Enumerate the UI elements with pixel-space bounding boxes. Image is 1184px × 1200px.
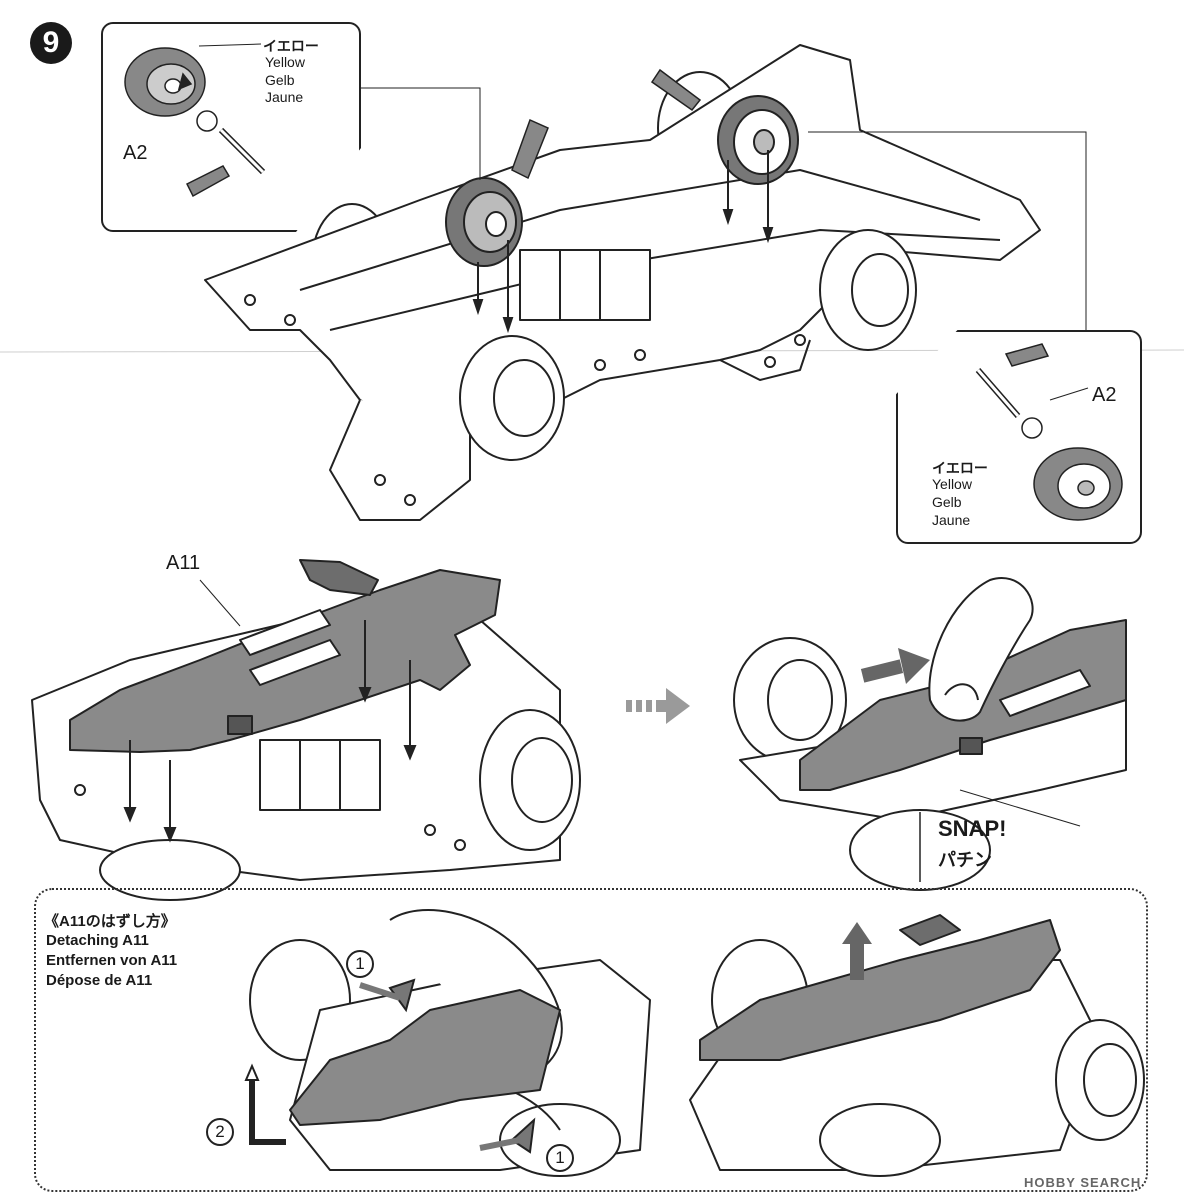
callout-left-part-label: A2 (123, 142, 148, 164)
a11-part-detach-right (699, 914, 1061, 1061)
callout-left-gear (124, 43, 266, 198)
leader-snap (959, 789, 1081, 827)
watermark: HOBBY SEARCH (1024, 1175, 1142, 1190)
grease-tubes (511, 68, 702, 180)
finger-icon (928, 577, 1034, 722)
callout-left: イエロー Yellow Gelb Jaune A2 (101, 22, 361, 232)
detach-title-fr: Dépose de A11 (46, 972, 153, 989)
callout-right-color-fr: Jaune (932, 512, 971, 528)
callout-right: A2 イエロー Yellow Gelb Jaune (896, 330, 1142, 544)
detach-step-2-marker: 2 (206, 1118, 234, 1146)
callout-left-color-de: Gelb (265, 72, 295, 88)
install-arrows (123, 620, 417, 843)
install-part-label: A11 (166, 552, 201, 574)
callout-left-color-jp: イエロー (263, 38, 319, 54)
snap-label-jp: パチン (938, 850, 992, 870)
a11-part-detach-left (289, 989, 561, 1126)
callout-right-color-en: Yellow (932, 476, 972, 492)
leader-left (356, 87, 481, 180)
callout-right-part-label: A2 (1092, 384, 1117, 406)
a11-part-install (69, 559, 501, 753)
detach-title-en: Detaching A11 (46, 932, 149, 949)
detach-title-de: Entfernen von A11 (46, 952, 178, 969)
gear-right (717, 95, 799, 244)
push-arrow (860, 648, 930, 684)
detach-step-1-marker-top: 1 (346, 950, 374, 978)
leader-right (808, 131, 1087, 330)
detach-arrows (244, 978, 536, 1154)
gear-center (445, 177, 523, 334)
detach-instructions-box (34, 888, 1148, 1192)
detach-title-jp: 《A11のはずし方》 (44, 913, 176, 930)
callout-right-color-de: Gelb (932, 494, 962, 510)
step-number-badge: 9 (30, 22, 72, 64)
lift-arrow (842, 922, 872, 980)
snap-label: SNAP! (938, 816, 1007, 841)
detach-step-1-marker-bottom: 1 (546, 1144, 574, 1172)
callout-left-color-fr: Jaune (265, 89, 304, 105)
callout-right-color-jp: イエロー (932, 460, 988, 476)
leader-a11 (199, 579, 241, 627)
transition-arrow (626, 688, 690, 724)
top-chassis-drawing (204, 44, 1041, 521)
callout-right-gear (975, 343, 1123, 521)
callout-left-color-en: Yellow (265, 54, 305, 70)
